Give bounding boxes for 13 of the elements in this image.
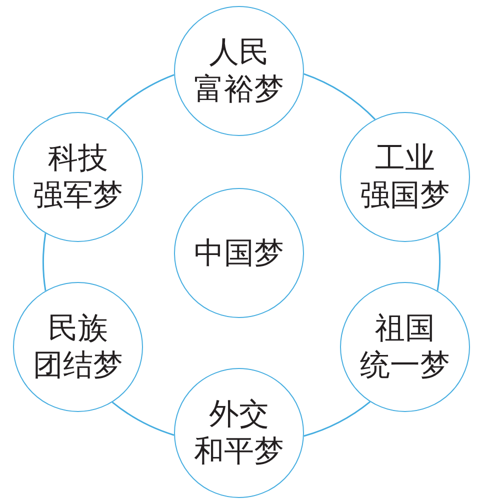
connector-line	[304, 401, 370, 437]
connector-line	[42, 233, 46, 291]
connector-line	[304, 73, 376, 120]
connector-line	[106, 74, 174, 120]
node-label: 中国梦	[194, 234, 284, 272]
node-label: 民族团结梦	[33, 310, 123, 384]
connector-line	[436, 233, 440, 291]
node-label: 人民富裕梦	[194, 34, 284, 108]
node-label: 外交和平梦	[194, 396, 284, 470]
node-label: 科技强军梦	[33, 140, 123, 214]
node-label: 工业强国梦	[360, 140, 450, 214]
connector-line	[112, 402, 174, 436]
node-label: 祖国统一梦	[360, 310, 450, 384]
